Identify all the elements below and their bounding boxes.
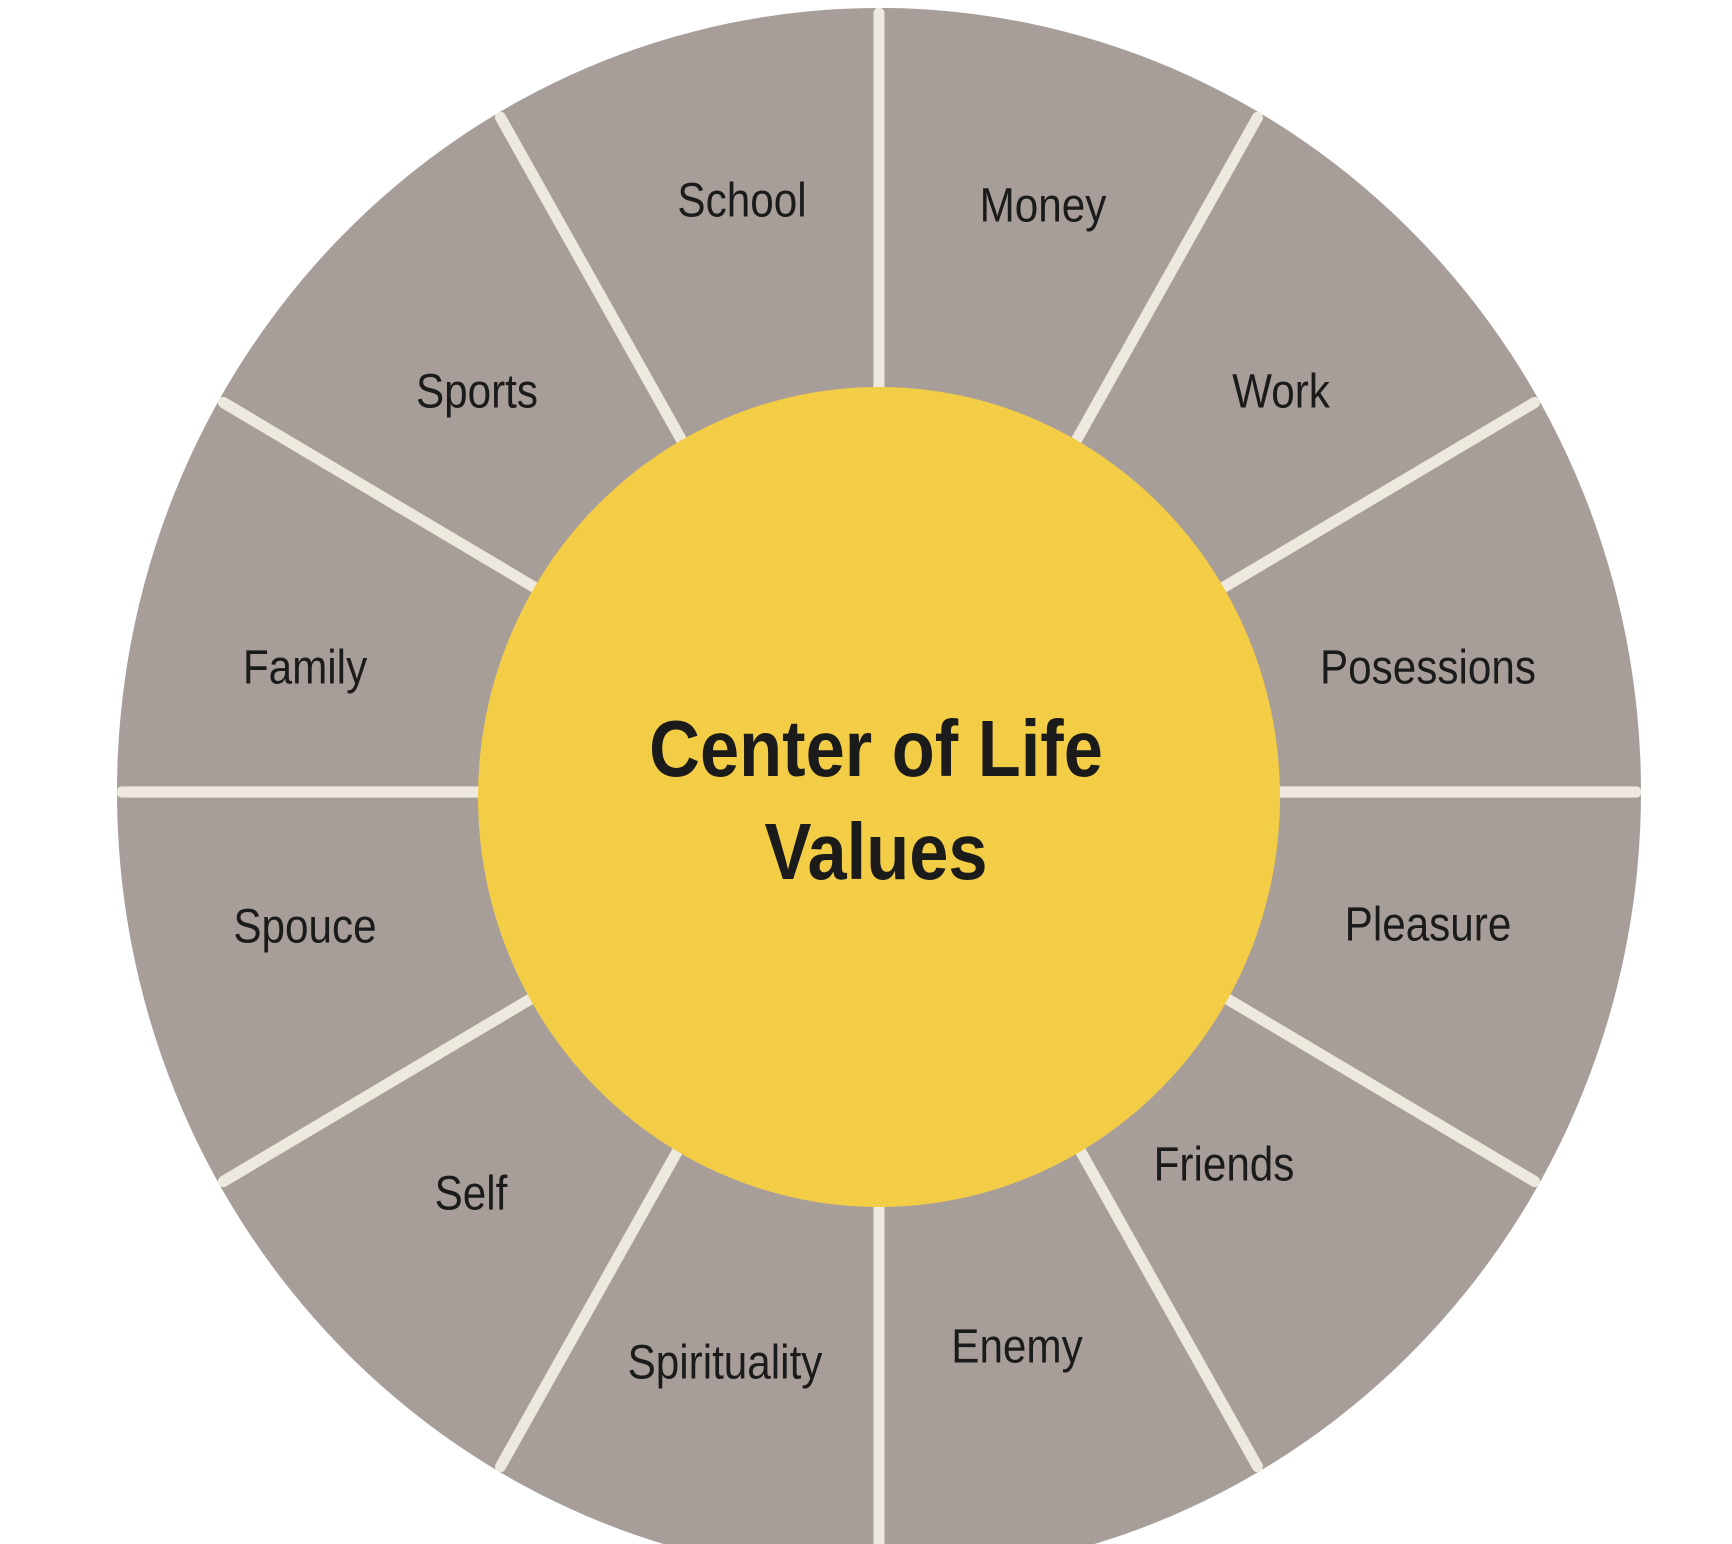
divider-line-330deg [495, 111, 689, 449]
segment-label-school: School [677, 174, 807, 228]
segment-label-work: Work [1232, 365, 1330, 419]
center-title: Center of Life Values [649, 697, 1103, 903]
segment-label-posessions: Posessions [1319, 641, 1537, 695]
segment-label-enemy: Enemy [951, 1320, 1083, 1374]
center-title-line1: Center of Life [649, 703, 1103, 793]
segment-label-spirituality: Spirituality [627, 1336, 823, 1390]
segment-label-family: Family [242, 641, 368, 695]
divider-line-240deg [217, 988, 545, 1188]
divider-line-300deg [217, 396, 545, 596]
segment-label-sports: Sports [415, 365, 539, 419]
segment-label-spouce: Spouce [233, 900, 377, 954]
divider-line-120deg [1213, 988, 1541, 1188]
divider-line-210deg [495, 1135, 689, 1473]
center-title-line2: Values [764, 807, 988, 896]
divider-line-150deg [1069, 1135, 1263, 1473]
segment-label-pleasure: Pleasure [1344, 898, 1512, 952]
segment-label-friends: Friends [1153, 1138, 1295, 1192]
center-circle [478, 387, 1280, 1207]
segment-label-money: Money [979, 179, 1107, 233]
divider-line-30deg [1069, 111, 1263, 449]
segment-label-self: Self [434, 1167, 508, 1221]
divider-lines [116, 7, 1642, 1544]
divider-line-60deg [1213, 396, 1541, 596]
